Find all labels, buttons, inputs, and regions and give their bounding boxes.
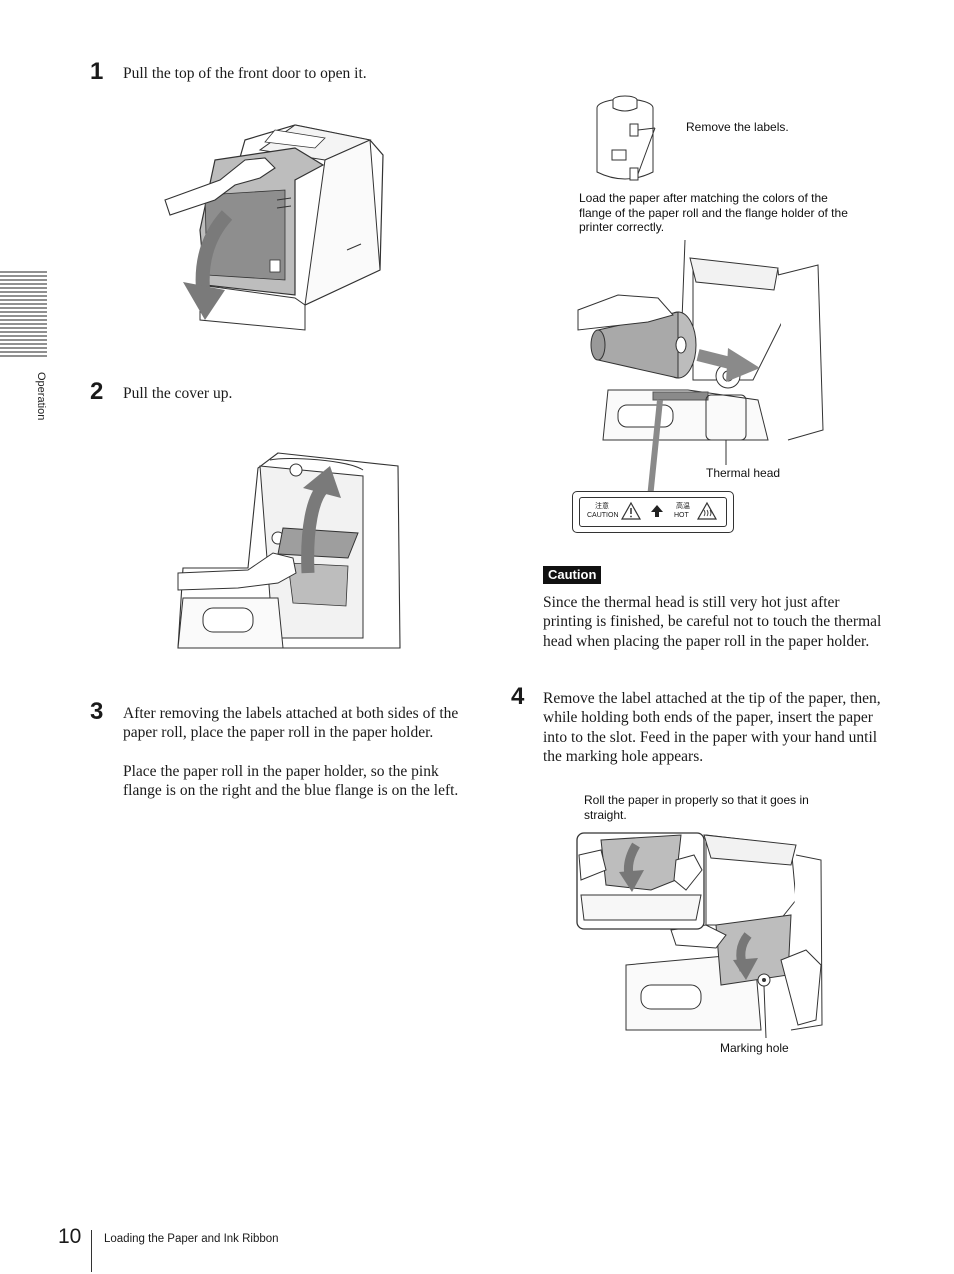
warning-triangle-icon [620, 501, 642, 520]
figure-open-front-door [164, 124, 384, 331]
figure-feed-paper [576, 832, 823, 1039]
step-4-number: 4 [511, 683, 525, 710]
label-remove-labels: Remove the labels. [686, 120, 789, 134]
warning-hot-en: HOT [674, 512, 689, 519]
warning-caution-en: CAUTION [587, 512, 619, 519]
side-tab [0, 268, 48, 363]
footer-section-title: Loading the Paper and Ink Ribbon [104, 1233, 279, 1245]
step-3-paragraph-1: After removing the labels attached at bo… [123, 705, 459, 742]
step-2-number: 2 [90, 378, 104, 405]
step-3-paragraph-2: Place the paper roll in the paper holder… [123, 763, 459, 800]
hot-surface-icon [696, 501, 718, 520]
label-roll-properly: Roll the paper in properly so that it go… [584, 793, 809, 822]
figure-paper-roll [596, 95, 656, 181]
figure-pull-cover-up [177, 452, 401, 649]
warning-sticker: 注意 CAUTION 高温 HOT [572, 491, 734, 533]
footer-divider [91, 1230, 92, 1272]
step-2-text: Pull the cover up. [123, 385, 233, 402]
side-tab-label: Operation [35, 372, 47, 421]
arrow-up-icon [651, 505, 663, 517]
label-thermal-head: Thermal head [706, 466, 781, 480]
warning-hot-jp: 高温 [676, 503, 690, 510]
side-tab-stripes [0, 271, 47, 357]
caution-badge: Caution [543, 566, 602, 584]
step-4-text: Remove the label attached at the tip of … [543, 690, 881, 766]
step-3-number: 3 [90, 698, 104, 725]
page-number: 10 [58, 1225, 82, 1248]
label-load-paper: Load the paper after matching the colors… [579, 191, 848, 234]
warning-caution-jp: 注意 [595, 503, 609, 510]
figure-load-roll [577, 239, 824, 499]
step-1-number: 1 [90, 58, 104, 85]
step-1-text: Pull the top of the front door to open i… [123, 65, 367, 82]
label-marking-hole: Marking hole [720, 1041, 789, 1055]
caution-text: Since the thermal head is still very hot… [543, 594, 882, 650]
